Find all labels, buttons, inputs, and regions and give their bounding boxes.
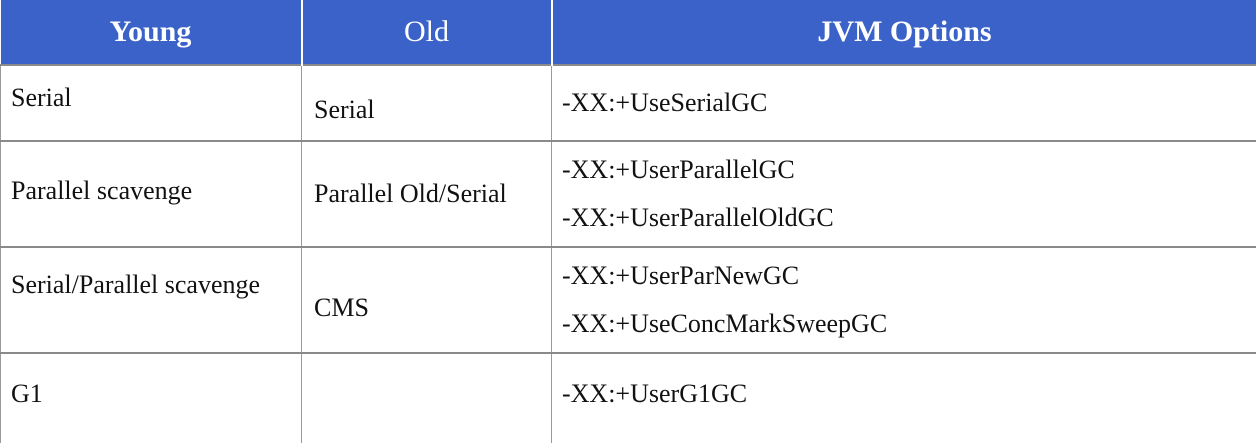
jvm-option: -XX:+UserParNewGC	[562, 261, 800, 290]
table-header: Young Old JVM Options	[0, 0, 1256, 65]
jvm-option: -XX:+UserParallelOldGC	[562, 203, 834, 232]
options-cell: -XX:+UseSerialGC	[551, 64, 1256, 141]
table-row: Serial/Parallel scavenge CMS -XX:+UserPa…	[0, 246, 1256, 353]
young-cell: G1	[0, 352, 302, 443]
jvm-option: -XX:+UserG1GC	[562, 378, 748, 408]
header-old: Old	[300, 0, 552, 65]
jvm-option: -XX:+UseSerialGC	[562, 88, 768, 117]
options-cell: -XX:+UserG1GC	[551, 352, 1256, 443]
table-body: Serial Serial -XX:+UseSerialGC Parallel …	[0, 64, 1256, 443]
header-row: Young Old JVM Options	[0, 0, 1256, 65]
old-cell: Parallel Old/Serial	[301, 140, 552, 247]
young-cell: Serial	[0, 64, 302, 141]
options-cell: -XX:+UserParallelGC -XX:+UserParallelOld…	[551, 140, 1256, 247]
table-row: Serial Serial -XX:+UseSerialGC	[0, 64, 1256, 141]
header-young: Young	[0, 0, 302, 65]
table-row: Parallel scavenge Parallel Old/Serial -X…	[0, 140, 1256, 247]
old-cell	[301, 352, 552, 443]
jvm-option: -XX:+UseConcMarkSweepGC	[562, 309, 888, 338]
header-jvm-options: JVM Options	[550, 0, 1256, 65]
old-cell: Serial	[301, 64, 552, 141]
table-row: G1 -XX:+UserG1GC	[0, 352, 1256, 443]
options-cell: -XX:+UserParNewGC -XX:+UseConcMarkSweepG…	[551, 246, 1256, 353]
old-cell: CMS	[301, 246, 552, 353]
young-cell: Serial/Parallel scavenge	[0, 246, 302, 353]
young-cell: Parallel scavenge	[0, 140, 302, 247]
jvm-option: -XX:+UserParallelGC	[562, 155, 795, 184]
